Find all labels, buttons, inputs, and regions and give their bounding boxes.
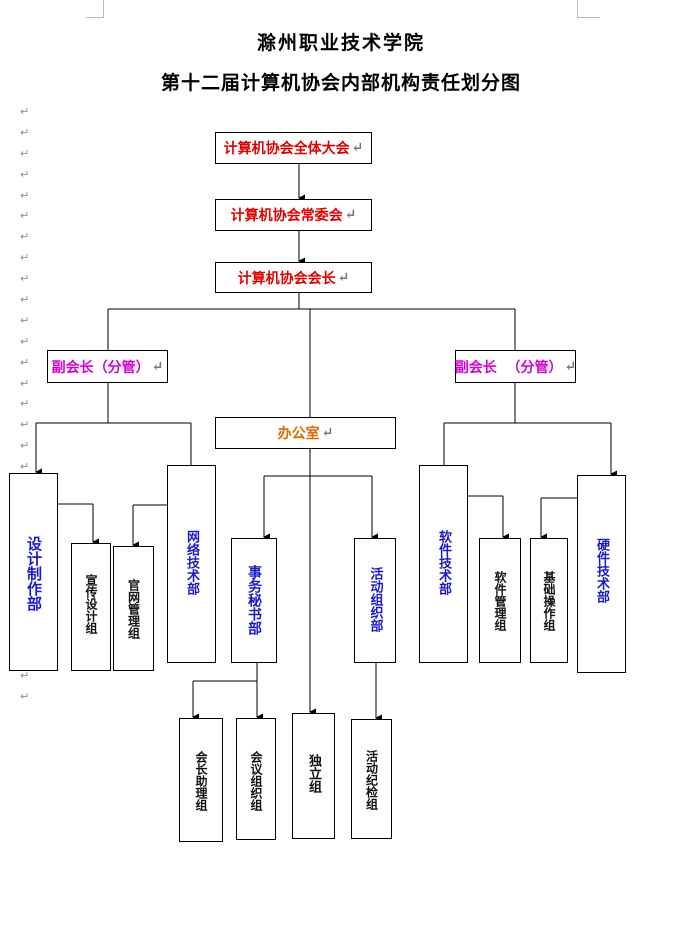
crop-mark [577,0,578,17]
node-label: 计算机协会常委会 [230,208,343,224]
paragraph-mark: ↵ [20,272,30,286]
paragraph-mark: ↵ [321,425,334,441]
node-label: 计算机协会全体大会 [223,141,350,157]
node-president: 计算机协会会长↵ [215,262,372,293]
node-label: 硬件技术部 [594,538,609,603]
dept-design: 设计制作部 [9,473,58,671]
group-meeting-org: 会议组织组 [236,718,276,840]
node-label: 办公室 [277,426,320,442]
paragraph-mark: ↵ [20,293,30,307]
crop-mark [103,0,104,17]
node-label: 设计制作部 [25,536,43,611]
group-president-assistant: 会长助理组 [179,718,223,842]
paragraph-mark: ↵ [20,355,30,369]
paragraph-mark: ↵ [20,230,30,244]
node-label: 计算机协会会长 [237,270,336,287]
paragraph-mark: ↵ [20,188,30,202]
paragraph-mark: ↵ [20,209,30,223]
group-software-mgmt: 软件管理组 [479,538,521,663]
node-label: 会长助理组 [194,751,208,811]
paragraph-mark: ↵ [20,105,30,118]
group-activity-discipline: 活动纪检组 [351,719,392,839]
paragraph-mark: ↵ [20,146,30,160]
paragraph-mark: ↵ [20,334,30,348]
paragraph-mark: ↵ [20,251,30,265]
paragraph-mark: ↵ [344,207,357,223]
paragraph-mark: ↵ [20,418,30,432]
paragraph-mark: ↵ [151,358,164,375]
dept-network: 网络技术部 [167,465,216,663]
crop-mark [577,17,600,18]
crop-mark [86,17,104,18]
node-label: 活动纪检组 [364,750,379,810]
paragraph-mark: ↵ [20,125,30,139]
paragraph-mark: ↵ [564,358,577,375]
paragraph-mark: ↵ [20,167,30,181]
dept-secretariat: 事务秘书部 [231,538,277,663]
group-independent: 独立组 [292,713,335,839]
chart-title: 第十二届计算机协会内部机构责任划分图 [160,72,521,94]
paragraph-mark: ↵ [20,439,30,453]
paragraph-mark: ↵ [20,460,30,474]
group-publicity: 宣传设计组 [71,543,111,671]
node-standing-committee: 计算机协会常委会↵ [215,199,372,231]
paragraph-mark: ↵ [20,376,30,390]
node-label: 宣传设计组 [84,574,98,634]
node-label: 软件技术部 [436,530,451,595]
node-label: 事务秘书部 [246,565,262,635]
group-website: 官网管理组 [113,546,154,671]
group-basic-ops: 基础操作组 [530,538,568,663]
node-office: 办公室↵ [215,417,396,449]
node-label: 官网管理组 [126,579,141,639]
node-label: 副会长（分管） [51,359,150,376]
dept-software: 软件技术部 [419,465,468,663]
paragraph-mark: ↵ [351,140,364,156]
school-name: 滁州职业技术学院 [256,32,425,54]
dept-activity-org: 活动组织部 [354,538,396,663]
node-label: 网络技术部 [184,530,199,595]
node-vice-president-right: 副会长 （分管）↵ [455,350,576,383]
paragraph-mark: ↵ [20,689,30,703]
node-label: 软件管理组 [493,571,507,631]
node-vice-president-left: 副会长（分管）↵ [47,350,168,383]
dept-hardware: 硬件技术部 [577,475,626,673]
node-label: 会议组织组 [249,751,263,811]
paragraph-mark: ↵ [20,669,30,683]
node-label: 独立组 [306,754,321,793]
node-general-assembly: 计算机协会全体大会↵ [215,132,372,164]
node-label: 活动组织部 [367,567,383,632]
paragraph-mark: ↵ [337,269,350,286]
node-label: 副会长 （分管） [454,359,563,376]
paragraph-mark: ↵ [20,397,30,411]
node-label: 基础操作组 [542,571,556,631]
paragraph-mark: ↵ [20,313,30,327]
